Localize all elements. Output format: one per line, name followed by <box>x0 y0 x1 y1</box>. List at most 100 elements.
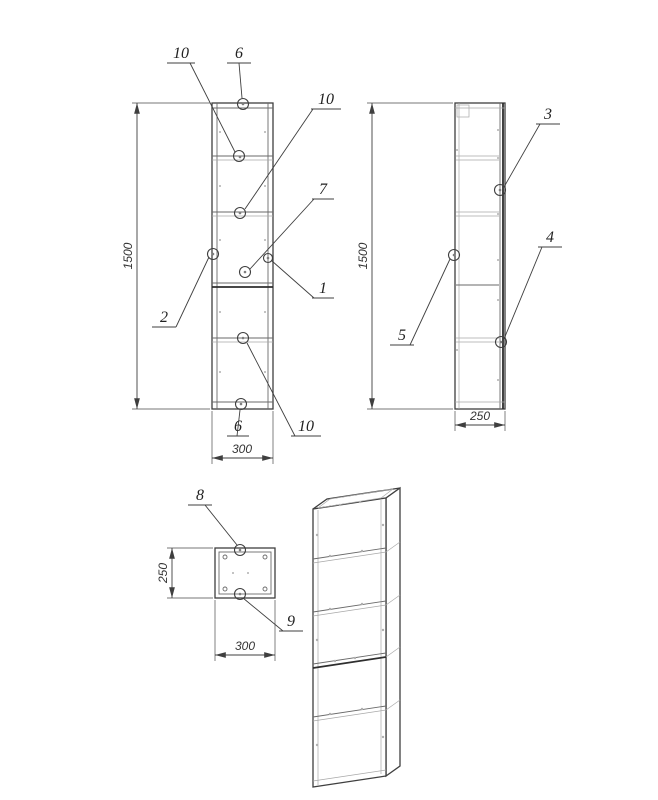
iso-shelf-line <box>312 600 387 613</box>
callout-10-bottom: 10 <box>236 331 321 437</box>
screw-dot <box>243 270 247 274</box>
fitting-dot <box>264 311 266 313</box>
fitting-dot <box>328 607 332 611</box>
iso-door-gap-line <box>312 652 387 665</box>
leader-line <box>503 123 541 188</box>
side-view-cabinet <box>452 102 506 410</box>
fitting-dot <box>219 185 221 187</box>
callout-target-circle <box>234 397 248 411</box>
fitting-dot <box>232 572 234 574</box>
iso-shelf-line <box>312 551 387 564</box>
callout-label: 3 <box>543 106 552 123</box>
callout-7: 7 <box>238 181 334 279</box>
callout-label: 10 <box>298 418 314 435</box>
fitting-dot <box>381 735 385 739</box>
fitting-dot <box>264 131 266 133</box>
fitting-dot <box>219 371 221 373</box>
callout-9: 9 <box>233 587 303 632</box>
screw-circle <box>222 586 228 592</box>
side-dim-depth: 250 <box>454 409 506 431</box>
screw-dot <box>238 592 242 596</box>
screw-circle <box>262 586 268 592</box>
fitting-dot <box>381 523 385 527</box>
fitting-dot <box>219 131 221 133</box>
dim-value-width: 300 <box>235 639 255 653</box>
callout-label: 5 <box>398 327 406 344</box>
iso-bottom-inner <box>312 769 387 782</box>
fitting-dot <box>264 371 266 373</box>
leader-line <box>503 246 543 340</box>
screw-dot <box>238 155 242 159</box>
fitting-dot <box>315 743 319 747</box>
callout-label: 4 <box>546 229 554 246</box>
dim-value-depth: 250 <box>156 563 170 584</box>
screw-dot <box>499 340 503 344</box>
leader-line <box>242 597 284 632</box>
fitting-dot <box>353 656 357 660</box>
fitting-dot <box>328 554 332 558</box>
screw-dot <box>241 102 245 106</box>
callout-label: 8 <box>196 487 204 504</box>
leader-line <box>249 198 315 270</box>
fitting-dot <box>328 712 332 716</box>
callout-target-circle <box>232 149 246 163</box>
callout-10-top: 10 <box>167 45 246 163</box>
fitting-dot <box>333 659 337 663</box>
fitting-dot <box>264 185 266 187</box>
fitting-dot <box>219 311 221 313</box>
fitting-dot <box>219 239 221 241</box>
fitting-dot <box>497 299 499 301</box>
fitting-dot <box>360 602 364 606</box>
iso-front-face <box>312 497 387 788</box>
iso-shelf-line <box>312 705 387 718</box>
callout-target-circle <box>236 331 250 345</box>
screw-dot <box>266 256 270 260</box>
dim-value-height: 1500 <box>356 242 370 269</box>
callout-10-middle: 10 <box>233 91 341 220</box>
leader-line <box>175 256 210 328</box>
fitting-dot <box>338 503 342 507</box>
fitting-dot <box>497 379 499 381</box>
iso-side-shelf-mark <box>385 646 401 658</box>
fitting-dot <box>247 572 249 574</box>
callout-target-circle <box>262 252 274 264</box>
fitting-dot <box>456 349 458 351</box>
callout-label: 9 <box>287 613 295 630</box>
top-view: 250 300 8 9 <box>156 487 303 661</box>
dim-value-depth: 250 <box>469 409 490 423</box>
leader-line <box>204 504 238 546</box>
callout-target-circle <box>236 97 250 111</box>
top-view-cabinet <box>214 547 276 599</box>
callout-1: 1 <box>262 252 334 299</box>
leader-line <box>189 62 236 153</box>
fitting-dot <box>315 533 319 537</box>
callout-label: 10 <box>173 45 189 62</box>
isometric-view <box>312 486 401 788</box>
screw-dot <box>239 402 243 406</box>
callout-label: 10 <box>318 91 334 108</box>
top-dim-width: 300 <box>214 600 276 661</box>
callout-target-circle <box>238 265 252 279</box>
fitting-dot <box>360 549 364 553</box>
iso-side-shelf-mark <box>385 594 401 606</box>
fitting-dot <box>497 259 499 261</box>
callout-target-circle <box>494 335 508 349</box>
fitting-dot <box>456 149 458 151</box>
callout-target-circle <box>447 248 461 262</box>
fitting-dot <box>315 638 319 642</box>
screw-dot <box>238 211 242 215</box>
fitting-dot <box>358 500 362 504</box>
iso-shelf-line <box>312 547 387 560</box>
callout-label: 2 <box>160 309 168 326</box>
fitting-dot <box>497 129 499 131</box>
callout-3: 3 <box>493 106 560 197</box>
fitting-dot <box>497 157 499 159</box>
screw-dot <box>452 253 456 257</box>
screw-dot <box>211 252 215 256</box>
leader-line <box>244 108 314 210</box>
callout-target-circle <box>493 183 507 197</box>
iso-shelf-line <box>312 604 387 617</box>
screw-circle <box>262 554 268 560</box>
